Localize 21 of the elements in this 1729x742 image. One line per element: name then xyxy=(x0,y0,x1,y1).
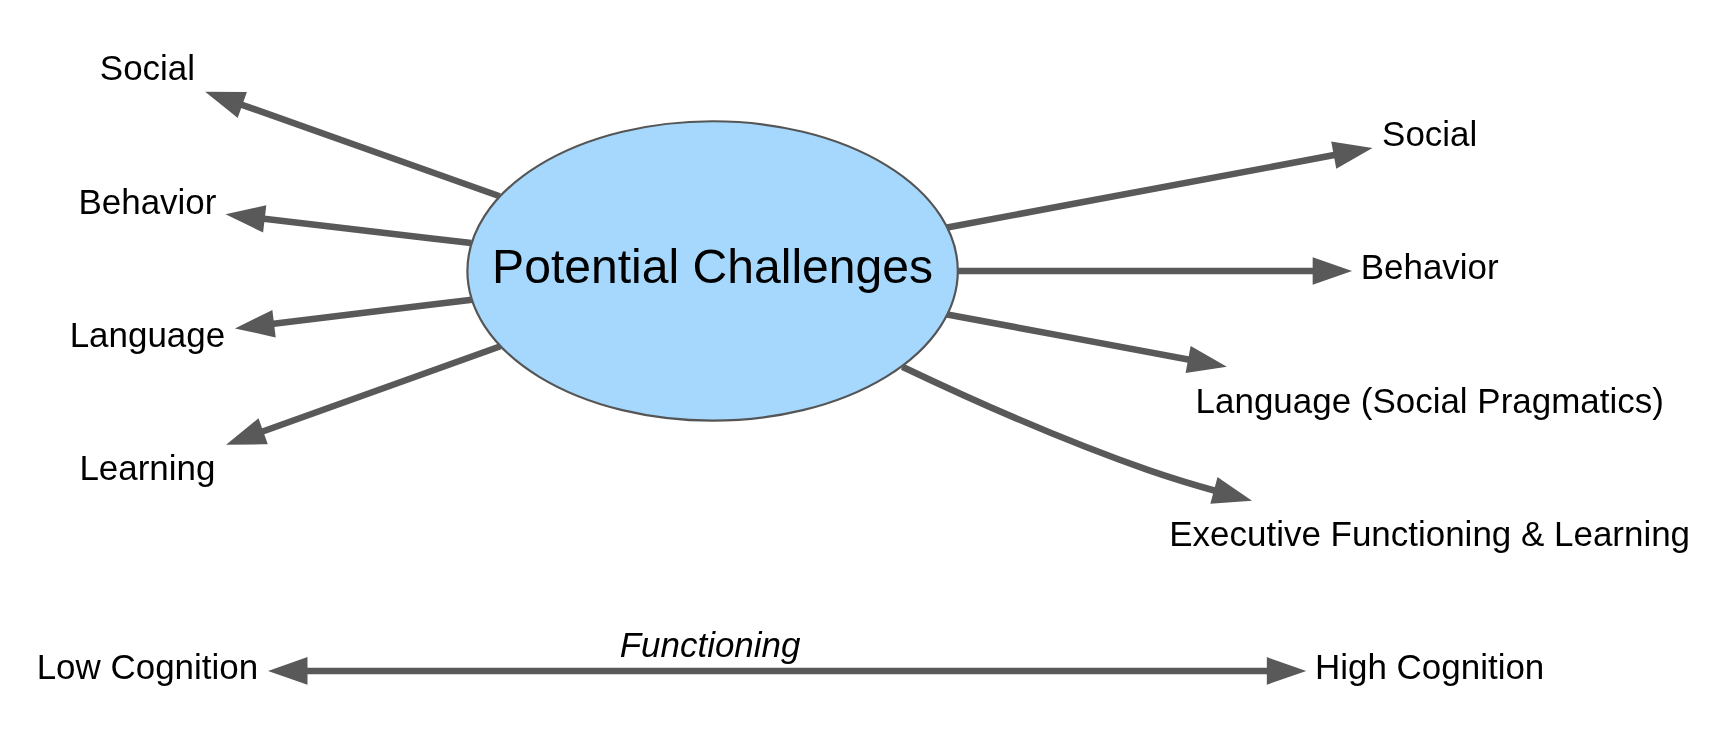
node-text: Low Cognition xyxy=(36,646,259,686)
arrow xyxy=(268,656,1307,685)
node-text: Behavior xyxy=(1360,246,1499,286)
node-text: Social xyxy=(99,47,196,87)
node-text: Learning xyxy=(79,447,216,487)
arrow xyxy=(205,91,501,199)
node-ellipse: Potential Challenges xyxy=(466,119,959,422)
node-text: Behavior xyxy=(78,181,217,221)
arrow xyxy=(900,363,1252,504)
arrow xyxy=(226,342,502,445)
node-text: Language xyxy=(69,314,226,354)
node-text: Social xyxy=(1382,113,1478,153)
arrow xyxy=(946,141,1373,231)
arrow xyxy=(234,296,473,337)
arrow xyxy=(225,204,472,246)
edge-label: Functioning xyxy=(619,624,801,664)
node-text: Language (Social Pragmatics) xyxy=(1195,380,1664,420)
arrow xyxy=(958,256,1353,285)
node-text: Executive Functioning & Learning xyxy=(1169,513,1691,553)
node-text: High Cognition xyxy=(1315,646,1545,686)
arrow xyxy=(946,310,1227,373)
